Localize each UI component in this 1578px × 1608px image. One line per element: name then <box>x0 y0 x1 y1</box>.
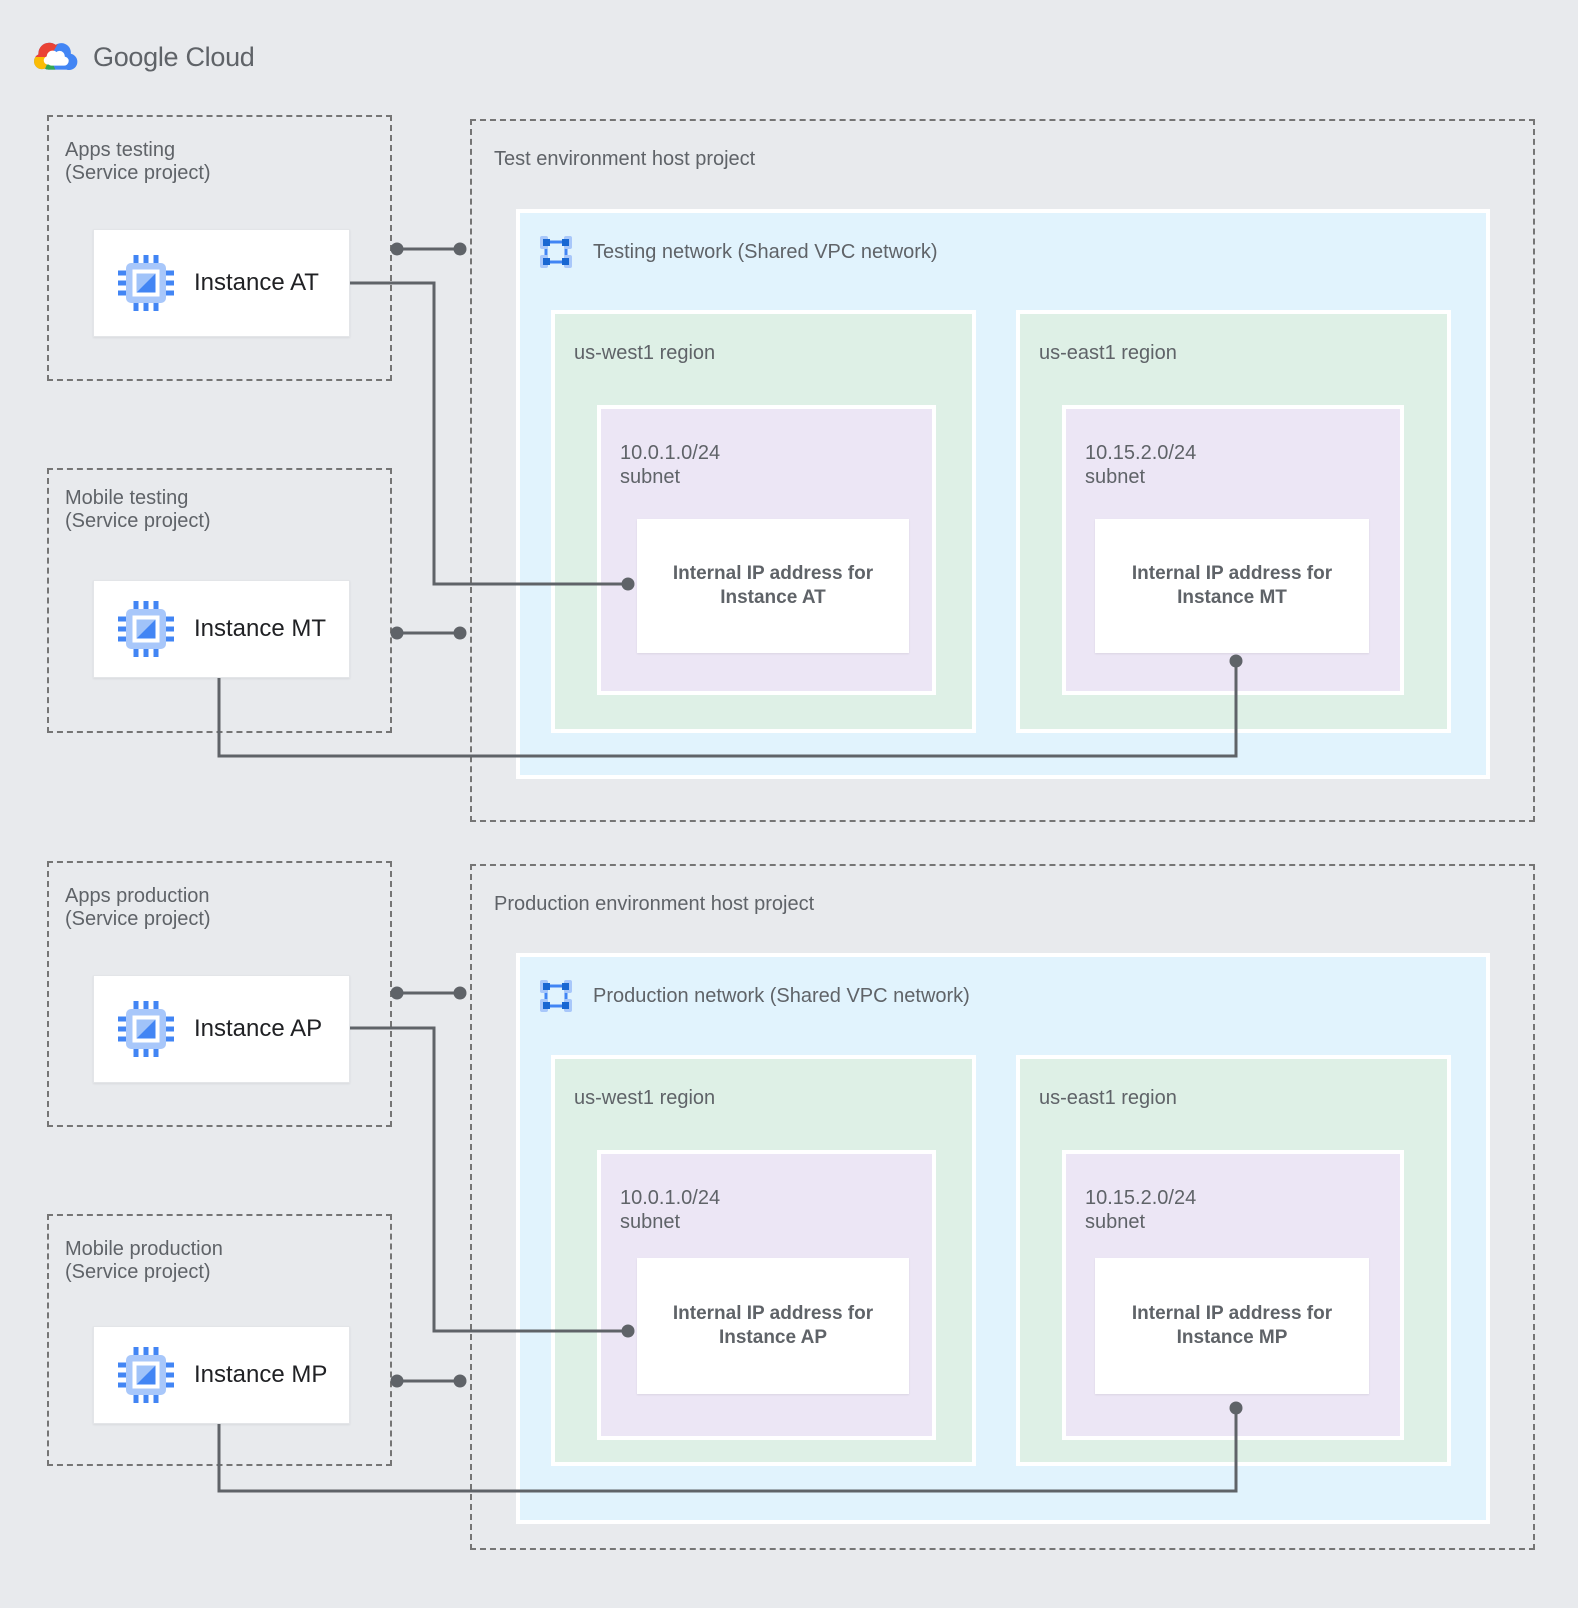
google-cloud-logo-icon <box>34 42 78 70</box>
instance-name: Instance AP <box>194 1015 323 1042</box>
instance-card-at: Instance AT <box>93 229 350 337</box>
instance-name: Instance MP <box>194 1361 328 1388</box>
project-name: Apps production <box>65 885 210 907</box>
subnet-word: subnet <box>620 1211 681 1233</box>
host-project-title: Production environment host project <box>494 893 815 915</box>
instance-card-mt: Instance MT <box>93 580 350 678</box>
instance-card-ap: Instance AP <box>93 975 350 1083</box>
subnet-word: subnet <box>1085 466 1146 488</box>
instance-name: Instance MT <box>194 615 327 642</box>
host-project-title: Test environment host project <box>494 148 756 170</box>
network-title: Production network (Shared VPC network) <box>593 984 970 1007</box>
vpc-network-icon <box>538 978 574 1014</box>
service-project-label: Apps production (Service project) <box>65 885 211 931</box>
region-name: us-east1 region <box>1039 1087 1177 1109</box>
ip-card-instance-ap: Internal IP address for Instance AP <box>637 1258 909 1394</box>
region-name: us-west1 region <box>574 1087 716 1109</box>
ip-card-line2: Instance MT <box>1177 587 1287 608</box>
compute-engine-icon <box>118 1347 174 1403</box>
ip-card-instance-mt: Internal IP address for Instance MT <box>1095 519 1369 653</box>
brand-text: Google Cloud <box>93 41 255 72</box>
project-name: Mobile testing <box>65 487 189 509</box>
instance-name: Instance AT <box>194 269 319 296</box>
subnet-cidr: 10.0.1.0/24 <box>620 442 721 464</box>
subnet-word: subnet <box>620 466 681 488</box>
ip-card-line1: Internal IP address for <box>1131 1303 1333 1324</box>
ip-card-line1: Internal IP address for <box>672 1303 874 1324</box>
subnet-word: subnet <box>1085 1211 1146 1233</box>
ip-card-line1: Internal IP address for <box>672 563 874 584</box>
ip-card-line1: Internal IP address for <box>1131 563 1333 584</box>
compute-engine-icon <box>118 255 174 311</box>
network-title: Testing network (Shared VPC network) <box>593 240 938 263</box>
subnet-cidr: 10.15.2.0/24 <box>1085 442 1197 464</box>
service-project-label: Mobile testing (Service project) <box>65 487 211 533</box>
subnet-cidr: 10.15.2.0/24 <box>1085 1187 1197 1209</box>
compute-engine-icon <box>118 1001 174 1057</box>
connector-mobile-production-to-host <box>390 1374 467 1388</box>
ip-card-line2: Instance MP <box>1176 1327 1288 1348</box>
connector-mobile-testing-to-host <box>390 626 467 640</box>
subnet-label: 10.0.1.0/24 subnet <box>620 1186 720 1234</box>
project-subtitle: (Service project) <box>65 162 211 184</box>
project-subtitle: (Service project) <box>65 1261 211 1283</box>
subnet-label: 10.15.2.0/24 subnet <box>1085 441 1196 489</box>
region-name: us-west1 region <box>574 342 716 364</box>
service-project-label: Apps testing (Service project) <box>65 139 211 185</box>
ip-card-instance-mp: Internal IP address for Instance MP <box>1095 1258 1369 1394</box>
subnet-cidr: 10.0.1.0/24 <box>620 1187 721 1209</box>
vpc-network-icon <box>538 234 574 270</box>
network-header: Testing network (Shared VPC network) <box>537 233 938 271</box>
region-name: us-east1 region <box>1039 342 1177 364</box>
project-name: Apps testing <box>65 139 176 161</box>
project-name: Mobile production <box>65 1238 223 1260</box>
ip-card-line2: Instance AT <box>720 587 826 608</box>
subnet-label: 10.0.1.0/24 subnet <box>620 441 720 489</box>
project-subtitle: (Service project) <box>65 510 211 532</box>
service-project-label: Mobile production (Service project) <box>65 1238 223 1284</box>
network-header: Production network (Shared VPC network) <box>537 977 970 1015</box>
connector-apps-testing-to-host <box>390 242 467 256</box>
google-cloud-logo: Google Cloud <box>31 36 255 78</box>
compute-engine-icon <box>118 601 174 657</box>
ip-card-line2: Instance AP <box>718 1327 828 1348</box>
connector-apps-production-to-host <box>390 986 467 1000</box>
ip-card-instance-at: Internal IP address for Instance AT <box>637 519 909 653</box>
subnet-label: 10.15.2.0/24 subnet <box>1085 1186 1196 1234</box>
instance-card-mp: Instance MP <box>93 1326 350 1424</box>
project-subtitle: (Service project) <box>65 908 211 930</box>
